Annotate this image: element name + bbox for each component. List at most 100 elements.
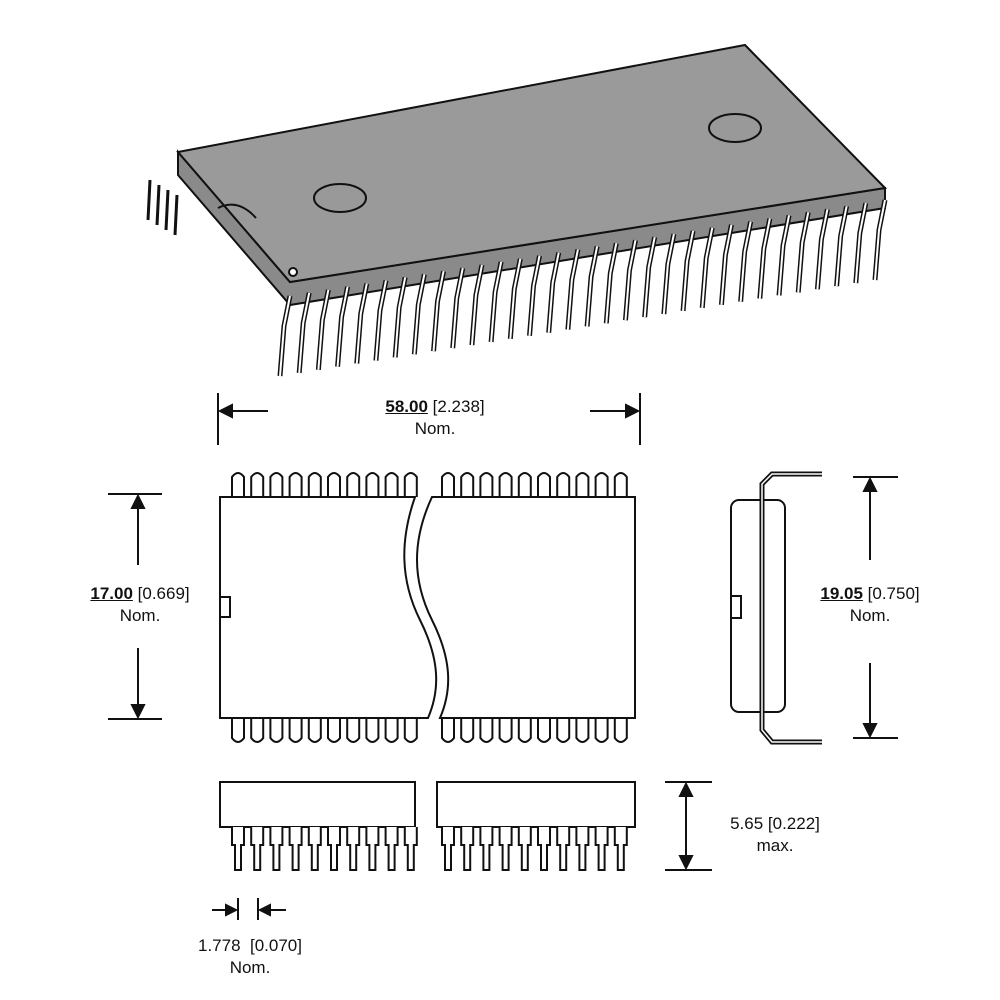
iso-back-pin <box>164 189 170 231</box>
body-width-in: [0.669] <box>137 584 190 603</box>
bottom-pin <box>479 718 494 743</box>
bottom-pin <box>575 718 590 743</box>
bottom-pin <box>556 718 571 743</box>
bottom-pin <box>346 718 361 743</box>
front-pin <box>556 827 571 871</box>
length-dimension-label: 58.00 [2.238] Nom. <box>340 396 530 440</box>
bottom-pin <box>441 718 455 743</box>
front-pin <box>346 827 361 871</box>
bottom-pin <box>537 718 551 743</box>
top-pin <box>613 472 628 497</box>
iso-back-pin <box>173 194 179 236</box>
bottom-pin <box>269 718 284 743</box>
front-pin <box>498 827 513 871</box>
front-pin <box>441 827 455 871</box>
bottom-pin <box>613 718 628 743</box>
top-pin <box>346 472 361 497</box>
top-view-body-left <box>219 496 438 719</box>
top-pin <box>403 472 418 497</box>
bottom-pin <box>384 718 399 743</box>
height-mm: 5.65 <box>730 814 764 833</box>
bottom-pin <box>460 718 475 743</box>
length-in: [2.238] <box>432 397 485 416</box>
pitch-note: Nom. <box>229 958 271 977</box>
iso-back-pin <box>155 184 161 226</box>
front-pin <box>288 827 303 871</box>
length-mm: 58.00 <box>385 397 428 416</box>
top-view <box>219 472 636 743</box>
row-spacing-mm: 19.05 <box>820 584 863 603</box>
top-pin <box>231 472 245 497</box>
iso-back-pin <box>146 179 152 221</box>
row-spacing-note: Nom. <box>849 606 891 625</box>
bottom-pin <box>327 718 341 743</box>
side-view <box>730 471 822 745</box>
front-pin <box>403 827 418 871</box>
pitch-in: [0.070] <box>250 936 302 955</box>
body-width-dimension-label: 17.00 [0.669] Nom. <box>50 583 230 627</box>
front-pin <box>307 827 322 871</box>
front-pin <box>460 827 475 871</box>
front-pin <box>327 827 341 871</box>
pitch-dimension-label: 1.778 [0.070] Nom. <box>160 935 340 979</box>
front-body-right <box>436 781 636 828</box>
front-pin <box>575 827 590 871</box>
top-pin <box>307 472 322 497</box>
bottom-pin <box>307 718 322 743</box>
top-pin <box>288 472 303 497</box>
front-pin <box>594 827 609 871</box>
front-pin <box>537 827 551 871</box>
notch-icon <box>217 203 257 219</box>
top-view-body-right <box>416 496 636 719</box>
top-pin <box>365 472 380 497</box>
pin1-dot <box>288 267 298 277</box>
bottom-pin <box>594 718 609 743</box>
body-width-note: Nom. <box>119 606 161 625</box>
height-dimension-label: 5.65 [0.222] max. <box>700 813 850 857</box>
front-pin <box>479 827 494 871</box>
top-pin <box>384 472 399 497</box>
bottom-pin <box>498 718 513 743</box>
top-pin <box>250 472 265 497</box>
front-pin <box>231 827 245 871</box>
back-pins <box>146 179 179 236</box>
top-pin <box>537 472 551 497</box>
front-body-left <box>219 781 416 828</box>
ejector-mark-1 <box>313 183 367 213</box>
front-pin <box>269 827 284 871</box>
bottom-pin <box>250 718 265 743</box>
row-spacing-in: [0.750] <box>867 584 920 603</box>
length-note: Nom. <box>414 419 456 438</box>
front-pins <box>277 199 888 377</box>
top-pin <box>479 472 494 497</box>
isometric-view <box>146 43 888 377</box>
front-pin <box>384 827 399 871</box>
front-pin <box>517 827 532 871</box>
top-pin <box>269 472 284 497</box>
dimension-lines <box>108 393 898 920</box>
chip-top-face <box>176 43 888 284</box>
front-pin <box>250 827 265 871</box>
row-spacing-dimension-label: 19.05 [0.750] Nom. <box>785 583 955 627</box>
top-pin <box>441 472 455 497</box>
pin1-notch <box>220 596 231 618</box>
ejector-mark-2 <box>708 113 762 143</box>
front-pin <box>613 827 628 871</box>
bottom-pin <box>231 718 245 743</box>
top-pin <box>517 472 532 497</box>
top-pin <box>327 472 341 497</box>
front-pin <box>365 827 380 871</box>
top-pin <box>575 472 590 497</box>
bottom-pin <box>365 718 380 743</box>
height-note: max. <box>756 836 794 855</box>
top-pin <box>594 472 609 497</box>
body-width-mm: 17.00 <box>90 584 133 603</box>
pitch-mm: 1.778 <box>198 936 241 955</box>
bottom-pin <box>403 718 418 743</box>
side-notch <box>731 595 742 619</box>
height-in: [0.222] <box>767 814 820 833</box>
side-body <box>730 499 786 713</box>
bottom-pin <box>288 718 303 743</box>
